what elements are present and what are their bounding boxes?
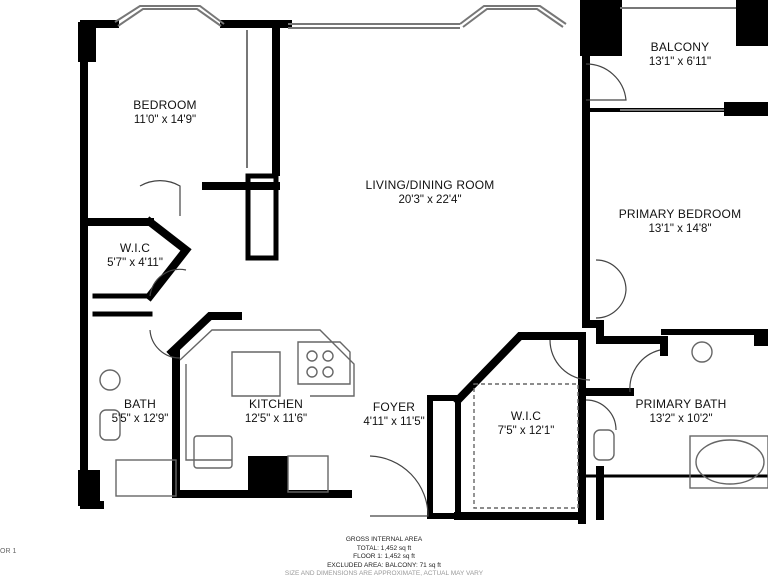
room-name: PRIMARY BEDROOM: [618, 207, 742, 221]
room-dimensions: 13'1" x 6'11": [648, 56, 712, 68]
room-name: LIVING/DINING ROOM: [365, 178, 495, 192]
room-wic-small: W.I.C 5'7" x 4'11": [98, 241, 172, 270]
kitchen-fixtures: [179, 329, 355, 493]
footer-line-excluded: EXCLUDED AREA: BALCONY: 71 sq ft: [327, 561, 441, 569]
solid-columns: [78, 0, 768, 506]
room-kitchen: KITCHEN 12'5" x 11'6": [226, 397, 326, 426]
room-living-dining: LIVING/DINING ROOM 20'3" x 22'4": [350, 178, 510, 207]
room-foyer: FOYER 4'11" x 11'5": [352, 400, 436, 429]
room-name: FOYER: [372, 400, 416, 414]
room-dimensions: 13'1" x 14'8": [648, 223, 712, 235]
bath-fixtures: [99, 341, 768, 509]
room-dimensions: 5'5" x 12'9": [111, 413, 169, 425]
room-balcony: BALCONY 13'1" x 6'11": [630, 40, 730, 69]
room-dimensions: 13'2" x 10'2": [649, 413, 713, 425]
room-name: BATH: [124, 397, 156, 411]
windows: [114, 5, 736, 168]
room-name: W.I.C: [119, 241, 151, 255]
room-dimensions: 12'5" x 11'6": [244, 413, 308, 425]
room-name: BEDROOM: [133, 98, 197, 112]
room-name: W.I.C: [510, 409, 542, 423]
room-name: KITCHEN: [248, 397, 304, 411]
room-primary-bath: PRIMARY BATH 13'2" x 10'2": [626, 397, 736, 426]
footer-line-gross: GROSS INTERNAL AREA: [345, 536, 423, 543]
room-bath: BATH 5'5" x 12'9": [100, 397, 180, 426]
footer-line-disclaimer: SIZE AND DIMENSIONS ARE APPROXIMATE, ACT…: [284, 570, 484, 577]
footer-line-floor: FLOOR 1: 1,452 sq ft: [353, 553, 415, 560]
room-name: PRIMARY BATH: [635, 397, 727, 411]
room-wic-primary: W.I.C 7'5" x 12'1": [486, 409, 566, 438]
room-primary-bedroom: PRIMARY BEDROOM 13'1" x 14'8": [610, 207, 750, 236]
footer-line-total: TOTAL: 1,452 sq ft: [356, 544, 412, 552]
room-dimensions: 7'5" x 12'1": [497, 425, 555, 437]
area-summary: GROSS INTERNAL AREA TOTAL: 1,452 sq ft F…: [0, 536, 768, 579]
room-bedroom: BEDROOM 11'0" x 14'9": [110, 98, 220, 127]
room-dimensions: 4'11" x 11'5": [363, 416, 425, 428]
room-dimensions: 20'3" x 22'4": [398, 194, 462, 206]
room-dimensions: 5'7" x 4'11": [107, 257, 163, 269]
floor-tag: OR 1: [0, 548, 17, 555]
door-swings: [139, 63, 661, 517]
room-dimensions: 11'0" x 14'9": [133, 114, 197, 126]
room-name: BALCONY: [650, 40, 710, 54]
